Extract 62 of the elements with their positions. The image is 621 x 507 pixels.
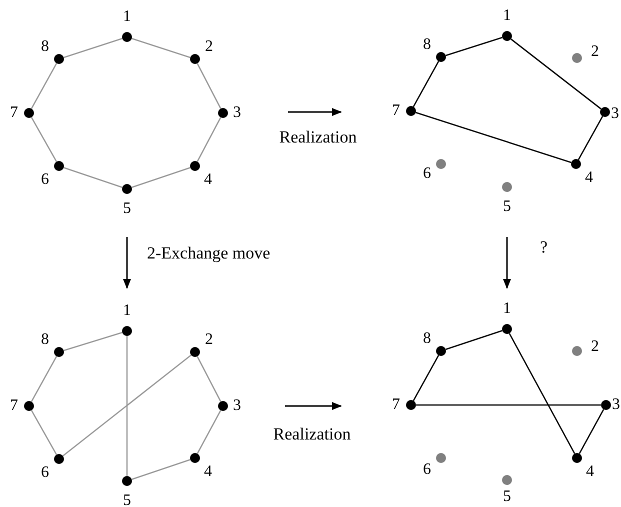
vertex-number: 4 — [586, 464, 594, 480]
vertex-number: 7 — [392, 103, 400, 119]
graph-edge — [196, 356, 222, 402]
graph-edge — [196, 63, 222, 109]
vertex-number: 1 — [503, 301, 511, 317]
vertex-number: 8 — [41, 39, 49, 55]
graph-edge — [132, 166, 190, 188]
vertex-number: 6 — [423, 462, 431, 478]
vertex-number: 5 — [503, 199, 511, 215]
vertex-number: 5 — [503, 489, 511, 505]
graph-edge — [578, 116, 604, 160]
graph-edge — [126, 336, 128, 476]
vertex-number: 2 — [591, 44, 599, 60]
vertex-number: 1 — [123, 303, 131, 319]
vertex-number: 6 — [423, 166, 431, 182]
vertex-number: 8 — [423, 37, 431, 53]
graph-edge — [412, 61, 440, 107]
vertex-number: 2 — [205, 39, 213, 55]
vertex-number: 1 — [503, 8, 511, 24]
vertex-number: 1 — [123, 9, 131, 25]
vertex-number: 7 — [10, 398, 18, 414]
graph-edge — [64, 332, 122, 352]
graph-edge — [62, 354, 192, 456]
graph-edge — [30, 117, 58, 162]
vertex-number: 3 — [233, 105, 241, 121]
graph-edge — [510, 38, 602, 110]
vertex-number: 8 — [423, 331, 431, 347]
transition-label: Realization — [279, 128, 357, 146]
graph-edge — [30, 356, 58, 402]
graph-edge — [446, 330, 502, 350]
graph-edge — [578, 409, 604, 454]
vertex-number: 6 — [41, 172, 49, 188]
vertex-number: 2 — [591, 339, 599, 355]
vertex-number: 6 — [41, 465, 49, 481]
graph-edge — [64, 166, 122, 188]
graph-edge — [412, 355, 440, 401]
vertex-number: 2 — [205, 332, 213, 348]
graph-edge — [30, 410, 58, 455]
graph-edge — [416, 112, 572, 164]
graph-edge — [508, 333, 576, 454]
transition-label: Realization — [273, 426, 351, 442]
graph-edge — [196, 410, 222, 454]
graph-edge — [132, 458, 190, 480]
graph-edge — [30, 63, 58, 109]
transition-label: 2-Exchange move — [147, 244, 270, 262]
graph-edge — [416, 404, 601, 406]
vertex-number: 3 — [612, 397, 620, 413]
graph-edge — [196, 117, 222, 162]
vertex-number: 8 — [41, 332, 49, 348]
graph-edge — [64, 38, 122, 58]
vertex-number: 4 — [204, 464, 212, 480]
vertex-number: 7 — [10, 105, 18, 121]
vertex-number: 4 — [204, 172, 212, 188]
vertex-number: 3 — [611, 106, 619, 122]
vertex-number: 7 — [392, 397, 400, 413]
graph-edge — [132, 38, 190, 58]
vertex-number: 5 — [123, 493, 131, 507]
transition-label: ? — [540, 238, 548, 256]
vertex-number: 5 — [123, 201, 131, 217]
graph-edge — [446, 36, 502, 56]
vertex-number: 3 — [233, 398, 241, 414]
vertex-number: 4 — [585, 170, 593, 186]
